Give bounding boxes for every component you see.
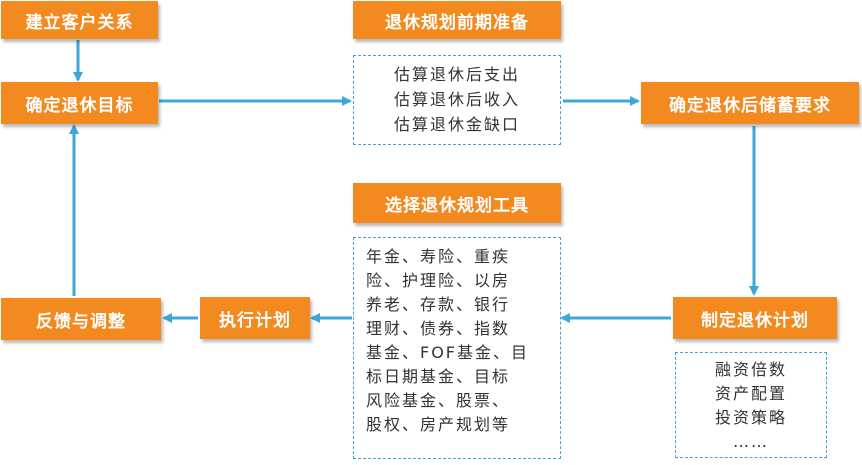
tools-line: 标日期基金、目标 <box>366 367 511 386</box>
method-line: …… <box>733 432 769 451</box>
estimates-box: 估算退休后支出 估算退休后收入 估算退休金缺口 <box>353 55 561 145</box>
node-make-plan: 制定退休计划 <box>673 297 837 339</box>
tools-line: 基金、FOF基金、目 <box>366 343 530 362</box>
tools-line: 理财、债券、指数 <box>366 319 511 338</box>
method-line: 融资倍数 <box>714 360 787 379</box>
node-set-retirement-goal: 确定退休目标 <box>1 82 158 124</box>
estimate-line: 估算退休金缺口 <box>393 115 520 134</box>
tools-line: 养老、存款、银行 <box>366 295 511 314</box>
estimate-line: 估算退休后支出 <box>393 65 520 84</box>
tools-line: 险、护理险、以房 <box>366 271 511 290</box>
tools-line: 风险基金、股票、 <box>366 391 511 410</box>
node-build-relationship: 建立客户关系 <box>1 1 158 39</box>
node-execute-plan: 执行计划 <box>200 297 310 339</box>
method-line: 投资策略 <box>714 408 787 427</box>
tools-line: 股权、房产规划等 <box>366 415 511 434</box>
method-line: 资产配置 <box>714 384 787 403</box>
node-pre-planning: 退休规划前期准备 <box>353 1 561 39</box>
estimate-line: 估算退休后收入 <box>393 90 520 109</box>
node-savings-requirement: 确定退休后储蓄要求 <box>641 82 859 124</box>
tools-box: 年金、寿险、重疾 险、护理险、以房 养老、存款、银行 理财、债券、指数 基金、F… <box>353 237 561 459</box>
methods-box: 融资倍数 资产配置 投资策略 …… <box>675 352 827 458</box>
node-feedback-adjust: 反馈与调整 <box>1 298 161 340</box>
tools-line: 年金、寿险、重疾 <box>366 247 511 266</box>
node-select-tools: 选择退休规划工具 <box>353 183 561 223</box>
